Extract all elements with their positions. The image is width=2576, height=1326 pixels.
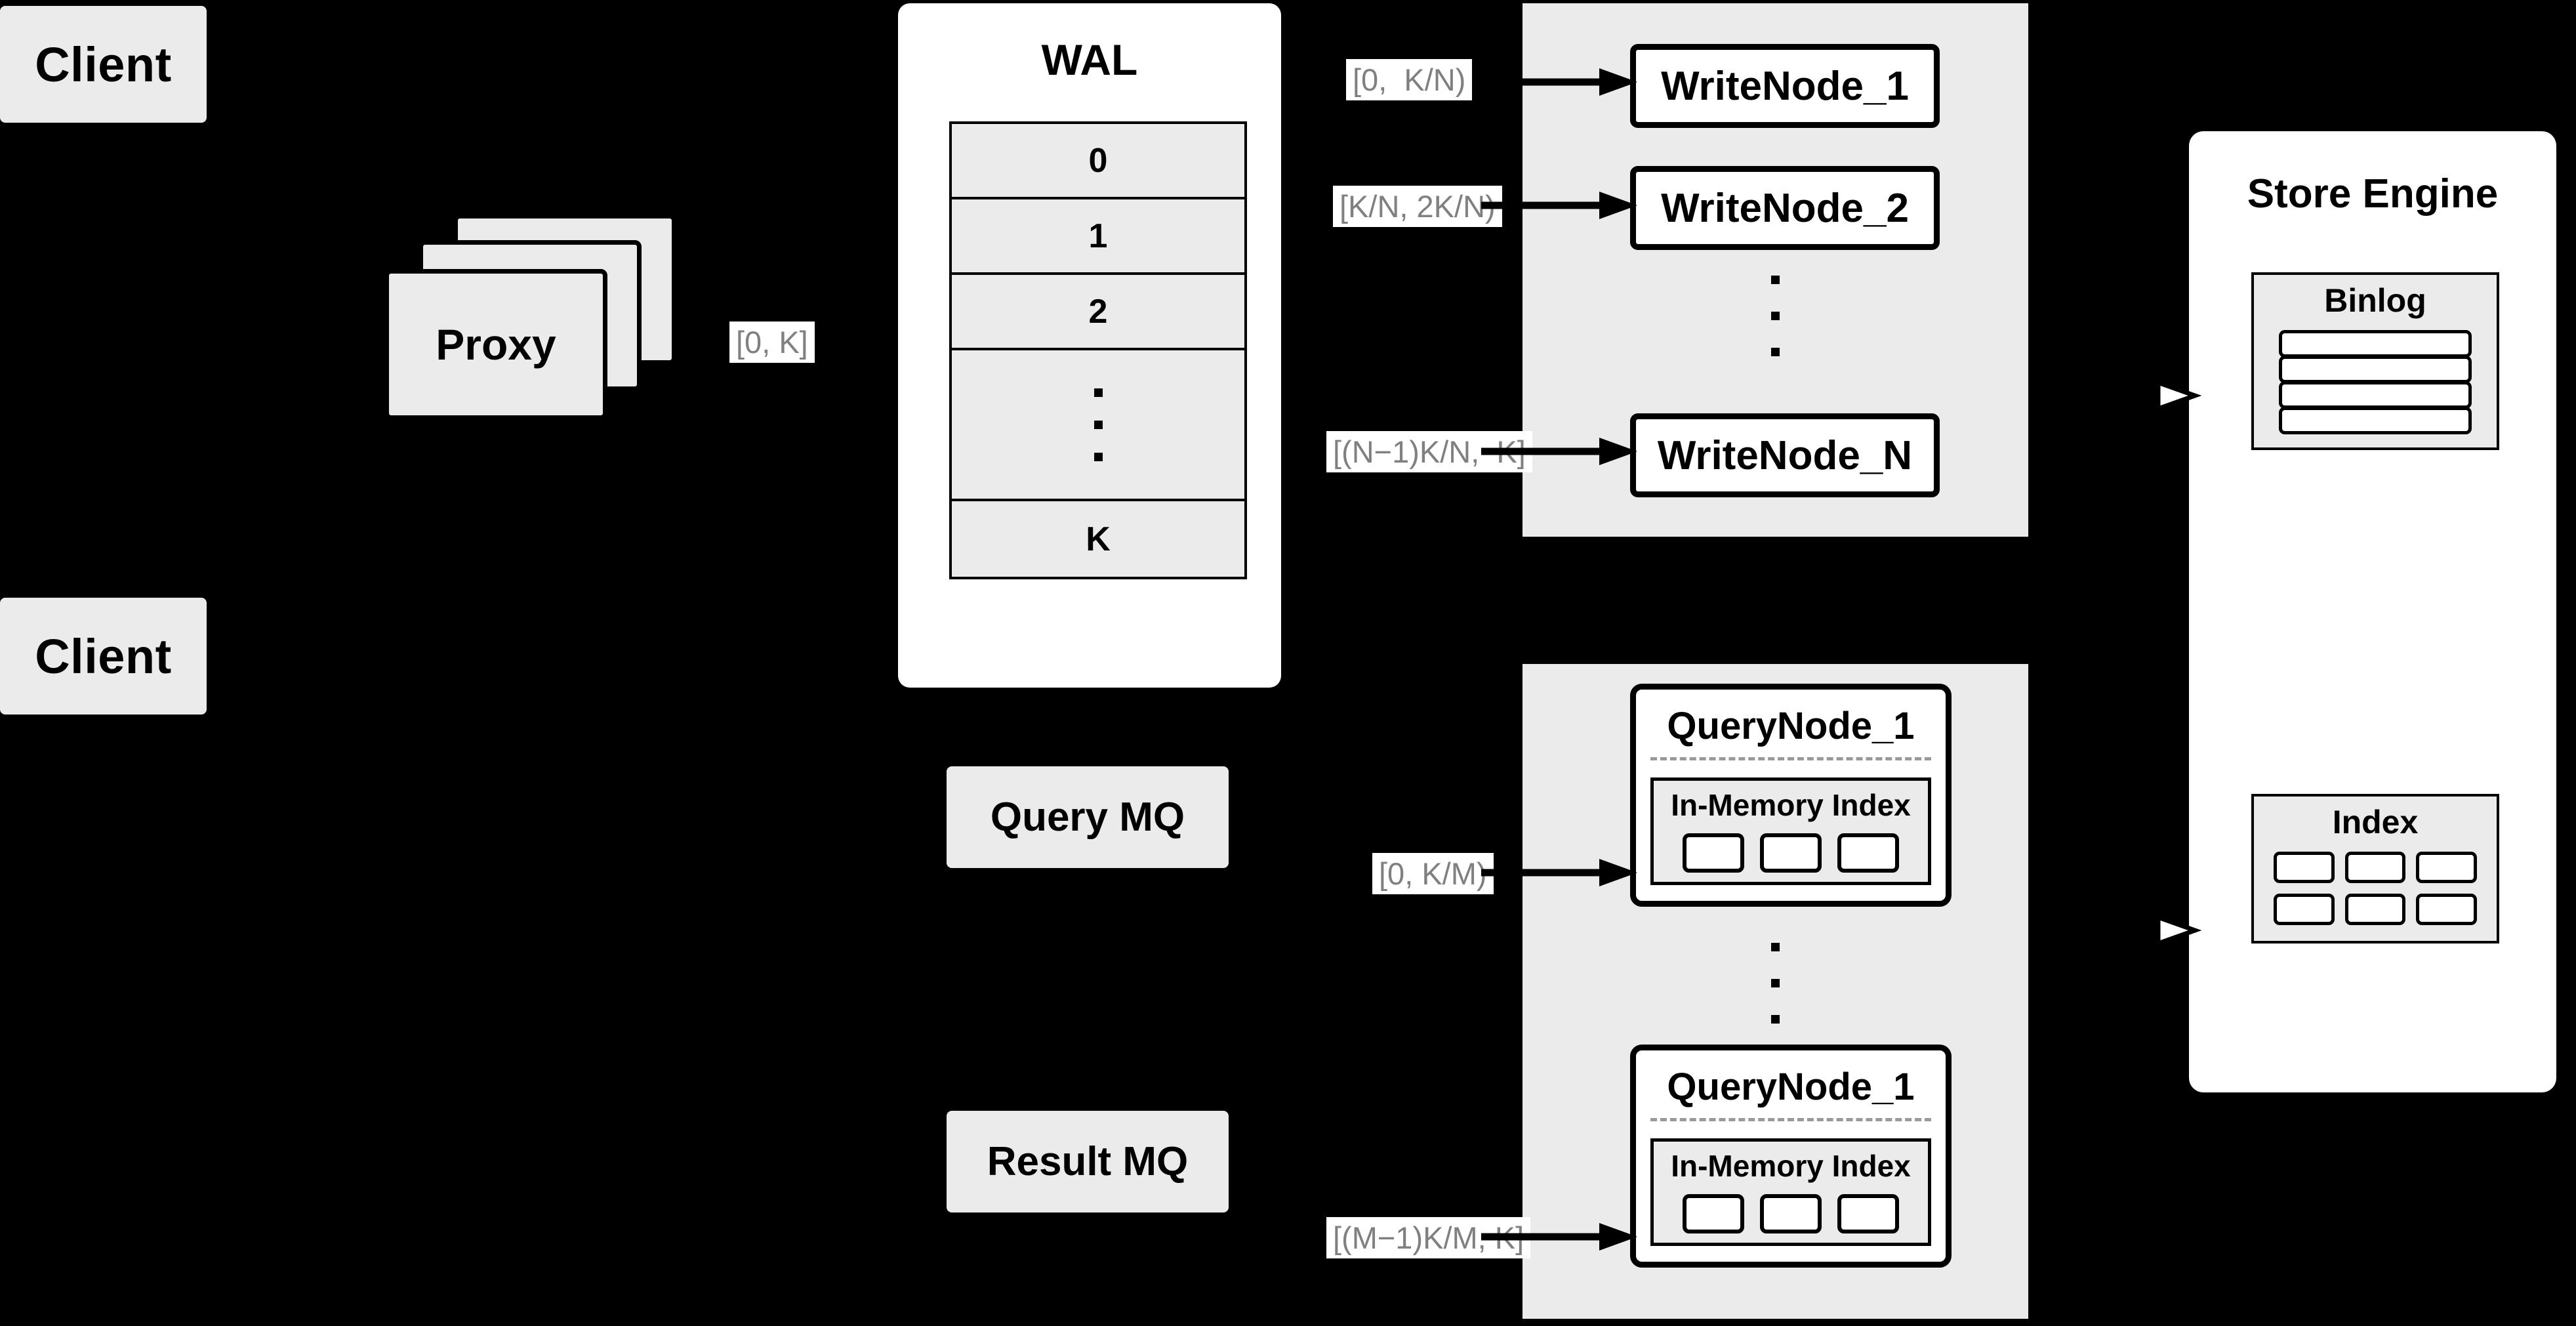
query-node-ellipsis [1523, 943, 2028, 1024]
arrow-to-index [2125, 914, 2202, 947]
query-node-m[interactable]: QueryNode_1 In-Memory Index [1630, 1045, 1952, 1268]
arrow-to-query-node-m [1481, 1223, 1637, 1251]
arrow-to-write-node-n [1481, 438, 1637, 465]
query-node-1-range-label: [0, K/M) [1372, 853, 1494, 895]
proxy-label: Proxy [436, 320, 556, 369]
binlog-row[interactable] [2279, 356, 2472, 383]
result-mq-box[interactable]: Result MQ [947, 1111, 1229, 1212]
binlog-row[interactable] [2279, 407, 2472, 434]
index-cell[interactable] [2274, 894, 2335, 925]
proxy-range-label: [0, K] [729, 321, 815, 363]
index-panel[interactable]: Index [2251, 794, 2499, 943]
vertical-ellipsis-icon [1094, 388, 1103, 397]
query-node-1-range-label-wrapper: [0, K/M) [1372, 853, 1494, 895]
query-node-1[interactable]: QueryNode_1 In-Memory Index [1630, 684, 1952, 907]
proxy-range-label-wrapper: [0, K] [729, 321, 815, 363]
in-memory-index-cells [1654, 1194, 1928, 1233]
vertical-ellipsis-icon [1771, 276, 1780, 284]
wal-row-ellipsis [952, 350, 1244, 501]
write-node-n-label: WriteNode_N [1657, 432, 1913, 478]
vertical-ellipsis-icon [1094, 420, 1103, 429]
binlog-panel[interactable]: Binlog [2251, 272, 2499, 450]
write-node-n[interactable]: WriteNode_N [1630, 413, 1940, 497]
write-node-2-range-label: [K/N, 2K/N) [1333, 186, 1502, 228]
query-node-1-title: QueryNode_1 [1667, 705, 1915, 747]
write-node-2[interactable]: WriteNode_2 [1630, 166, 1940, 250]
write-node-1-label: WriteNode_1 [1661, 63, 1909, 109]
in-memory-index-title: In-Memory Index [1671, 788, 1911, 822]
wal-panel: WAL 0 1 2 K [898, 3, 1281, 688]
index-cell[interactable] [2416, 852, 2477, 883]
binlog-row[interactable] [2279, 381, 2472, 409]
vertical-ellipsis-icon [1094, 452, 1103, 461]
write-node-ellipsis [1523, 276, 2028, 356]
index-cell[interactable] [2416, 894, 2477, 925]
binlog-title: Binlog [2324, 282, 2426, 319]
arrow-to-write-node-2 [1481, 192, 1637, 219]
index-cell[interactable] [1760, 833, 1822, 873]
index-title: Index [2332, 804, 2419, 840]
wal-title: WAL [1041, 35, 1138, 84]
query-node-m-in-memory-index: In-Memory Index [1650, 1138, 1931, 1246]
wal-row[interactable]: 0 [952, 124, 1244, 199]
write-node-2-range-label-wrapper: [K/N, 2K/N) [1333, 186, 1502, 228]
write-node-1-range-label-wrapper: [0, K/N) [1346, 59, 1473, 101]
index-cell[interactable] [2274, 852, 2335, 883]
vertical-ellipsis-icon [1771, 943, 1780, 951]
store-engine-title: Store Engine [2247, 171, 2499, 217]
query-node-m-title: QueryNode_1 [1667, 1066, 1915, 1108]
proxy-card-front[interactable]: Proxy [384, 269, 607, 420]
vertical-ellipsis-icon [1771, 312, 1780, 320]
arrow-to-query-node-1 [1481, 859, 1637, 886]
proxy-stack[interactable]: Proxy [384, 214, 693, 420]
write-node-2-label: WriteNode_2 [1661, 185, 1909, 231]
index-cell[interactable] [1683, 833, 1744, 873]
wal-row[interactable]: K [1086, 520, 1111, 558]
write-node-1-range-label: [0, K/N) [1346, 59, 1473, 101]
index-cell[interactable] [1837, 833, 1899, 873]
index-cell-grid [2274, 852, 2477, 925]
arrow-to-binlog [2125, 379, 2202, 412]
vertical-ellipsis-icon [1771, 348, 1780, 356]
client-box-1[interactable]: Client [0, 6, 207, 123]
index-cell[interactable] [2344, 894, 2406, 925]
vertical-ellipsis-icon [1771, 1015, 1780, 1024]
index-cell[interactable] [2344, 852, 2406, 883]
index-cell[interactable] [1760, 1194, 1822, 1233]
wal-row[interactable]: 2 [952, 275, 1244, 350]
query-node-1-separator [1650, 757, 1931, 760]
query-node-1-in-memory-index: In-Memory Index [1650, 777, 1931, 885]
query-node-group: QueryNode_1 In-Memory Index QueryNode_1 … [1523, 664, 2028, 1319]
index-cell[interactable] [1683, 1194, 1744, 1233]
write-node-1[interactable]: WriteNode_1 [1630, 44, 1940, 128]
vertical-ellipsis-icon [1771, 979, 1780, 987]
query-mq-box[interactable]: Query MQ [947, 766, 1229, 868]
store-engine-panel: Store Engine Binlog Index [2189, 131, 2556, 1092]
binlog-rows [2279, 330, 2472, 434]
binlog-row[interactable] [2279, 330, 2472, 358]
in-memory-index-cells [1654, 833, 1928, 873]
query-node-m-separator [1650, 1118, 1931, 1121]
arrow-to-write-node-1 [1481, 68, 1637, 96]
index-cell[interactable] [1837, 1194, 1899, 1233]
wal-entry-table: 0 1 2 K [949, 121, 1247, 579]
in-memory-index-title: In-Memory Index [1671, 1149, 1911, 1183]
wal-row[interactable]: 1 [952, 199, 1244, 275]
client-box-2[interactable]: Client [0, 598, 207, 715]
